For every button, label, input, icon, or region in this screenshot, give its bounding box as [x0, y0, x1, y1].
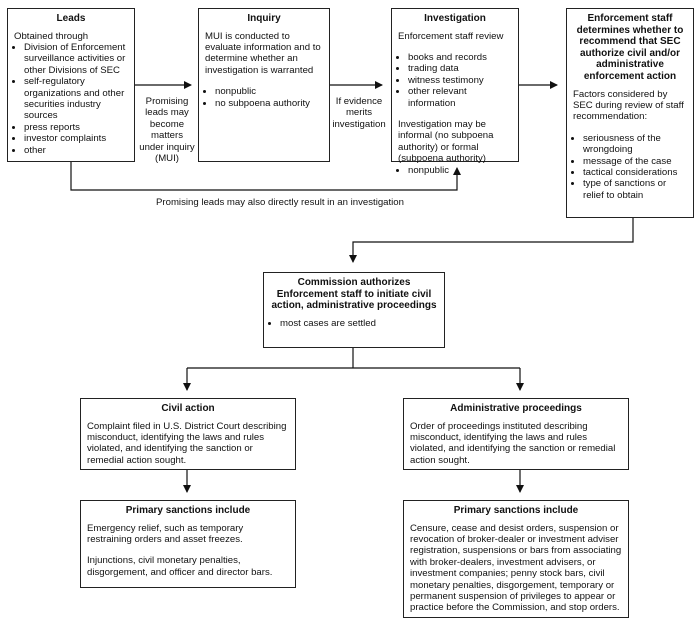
- list-item: press reports: [24, 122, 128, 133]
- authorize-box: Commission authorizes Enforcement staff …: [263, 272, 445, 348]
- investigation-type-text: Investigation may be informal (no subpoe…: [398, 119, 494, 165]
- arrow-leads-direct-to-investigation: [70, 162, 461, 191]
- list-item: witness testimony: [408, 75, 512, 86]
- list-item: type of sanctions or relief to obtain: [583, 178, 687, 201]
- investigation-title: Investigation: [424, 13, 486, 24]
- list-item: investor complaints: [24, 133, 128, 144]
- inquiry-box: Inquiry MUI is conducted to evaluate inf…: [198, 8, 330, 162]
- authorize-title: Commission authorizes Enforcement staff …: [271, 277, 437, 312]
- list-item: self-regulatory organizations and other …: [24, 76, 128, 122]
- list-item: message of the case: [583, 156, 687, 167]
- list-item: books and records: [408, 52, 512, 63]
- leads-intro: Obtained through: [14, 30, 89, 42]
- list-item: tactical considerations: [583, 167, 687, 178]
- recommend-list: seriousness of the wrongdoing message of…: [573, 133, 687, 201]
- investigation-box: Investigation Enforcement staff review b…: [391, 8, 519, 176]
- list-item: no subpoena authority: [215, 98, 323, 109]
- arrow-authorize-split: [187, 348, 520, 369]
- promising-leads-label: Promising leads may become matters under…: [139, 96, 195, 165]
- inquiry-text: MUI is conducted to evaluate information…: [205, 30, 321, 76]
- admin-sanctions-box: Primary sanctions include Censure, cease…: [403, 500, 629, 618]
- inquiry-list: nonpublic no subpoena authority: [205, 86, 323, 109]
- investigation-list-2: nonpublic: [398, 165, 512, 176]
- list-item: most cases are settled: [280, 318, 438, 329]
- list-item: other: [24, 145, 128, 156]
- direct-investigation-label: Promising leads may also directly result…: [156, 197, 404, 208]
- civil-sanctions-text-1: Emergency relief, such as temporary rest…: [87, 522, 244, 545]
- investigation-intro: Enforcement staff review: [398, 30, 504, 42]
- recommend-box: Enforcement staff determines whether to …: [566, 8, 694, 218]
- list-item: other relevant information: [408, 86, 512, 109]
- leads-title: Leads: [56, 13, 86, 24]
- list-item: nonpublic: [408, 165, 512, 176]
- recommend-title: Enforcement staff determines whether to …: [576, 13, 684, 82]
- arrow-recommend-to-authorize: [349, 218, 634, 263]
- civil-action-text: Complaint filed in U.S. District Court d…: [87, 420, 287, 466]
- inquiry-title: Inquiry: [247, 13, 281, 24]
- admin-sanctions-text: Censure, cease and desist orders, suspen…: [410, 522, 622, 614]
- civil-sanctions-box: Primary sanctions include Emergency reli…: [80, 500, 296, 588]
- list-item: seriousness of the wrongdoing: [583, 133, 687, 156]
- authorize-list: most cases are settled: [270, 318, 438, 329]
- investigation-list: books and records trading data witness t…: [398, 52, 512, 109]
- list-item: nonpublic: [215, 86, 323, 97]
- admin-proceedings-title: Administrative proceedings: [450, 403, 582, 414]
- admin-sanctions-title: Primary sanctions include: [453, 505, 579, 516]
- recommend-intro: Factors considered by SEC during review …: [573, 88, 684, 123]
- civil-sanctions-title: Primary sanctions include: [125, 505, 251, 516]
- leads-box: Leads Obtained through Division of Enfor…: [7, 8, 135, 162]
- list-item: Division of Enforcement surveillance act…: [24, 42, 128, 76]
- evidence-label: If evidence merits investigation: [332, 96, 386, 130]
- civil-sanctions-text-2: Injunctions, civil monetary penalties, d…: [87, 555, 273, 578]
- admin-proceedings-text: Order of proceedings instituted describi…: [410, 420, 616, 466]
- civil-action-title: Civil action: [161, 403, 215, 414]
- list-item: trading data: [408, 63, 512, 74]
- leads-list: Division of Enforcement surveillance act…: [14, 42, 128, 156]
- admin-proceedings-box: Administrative proceedings Order of proc…: [403, 398, 629, 470]
- civil-action-box: Civil action Complaint filed in U.S. Dis…: [80, 398, 296, 470]
